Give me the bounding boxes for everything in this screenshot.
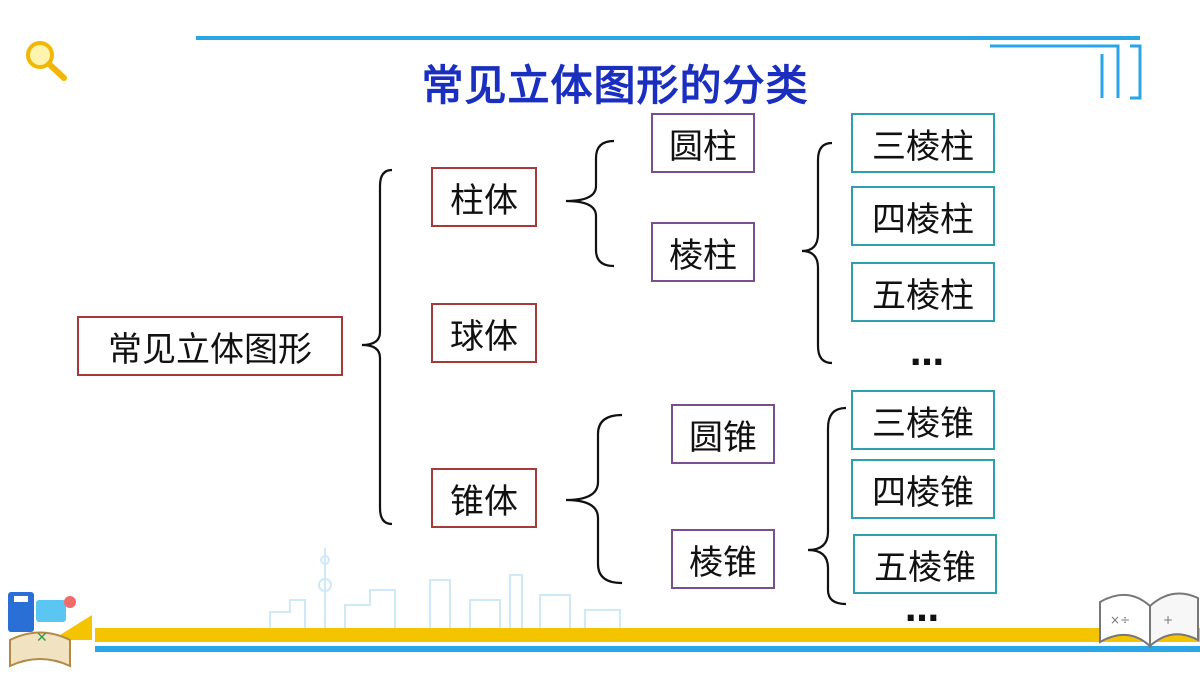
footer-stripe-yellow <box>95 628 1200 642</box>
corner-ornament <box>990 44 1142 100</box>
node-sanlengzhui: 三棱锥 <box>851 390 995 450</box>
prism-ellipsis: … <box>910 334 945 374</box>
brace-prism-level3 <box>801 141 833 365</box>
node-wulengzhui: 五棱锥 <box>853 534 997 594</box>
node-root: 常见立体图形 <box>77 316 343 376</box>
node-lengzhui: 棱锥 <box>671 529 775 589</box>
pyramid-ellipsis: … <box>905 590 940 630</box>
node-zhuiti: 锥体 <box>431 468 537 528</box>
node-lengzhu: 棱柱 <box>651 222 755 282</box>
node-silengzhui: 四棱锥 <box>851 459 995 519</box>
math-toolkit-icon: ✕ <box>8 592 92 668</box>
node-silengzhu: 四棱柱 <box>851 186 995 246</box>
node-qiuti: 球体 <box>431 303 537 363</box>
footer-stripe-blue <box>95 646 1200 652</box>
city-skyline-decoration <box>269 548 621 628</box>
svg-text:×÷: ×÷ <box>1110 613 1130 627</box>
brace-cone-level2 <box>565 413 623 585</box>
svg-text:+: + <box>1163 613 1173 627</box>
node-yuanzhu: 圆柱 <box>651 113 755 173</box>
node-yuanzhui: 圆锥 <box>671 404 775 464</box>
open-book-icon: ×÷ + <box>1099 592 1199 649</box>
brace-prism-level2 <box>565 139 615 268</box>
page-title: 常见立体图形的分类 <box>421 61 809 110</box>
svg-text:✕: ✕ <box>36 630 48 646</box>
brace-root <box>361 168 393 526</box>
brace-cone-level3 <box>807 406 847 606</box>
node-wulengzhu: 五棱柱 <box>851 262 995 322</box>
node-sanlengzhu: 三棱柱 <box>851 113 995 173</box>
magnifier-icon <box>26 41 67 81</box>
node-zhuti: 柱体 <box>431 167 537 227</box>
